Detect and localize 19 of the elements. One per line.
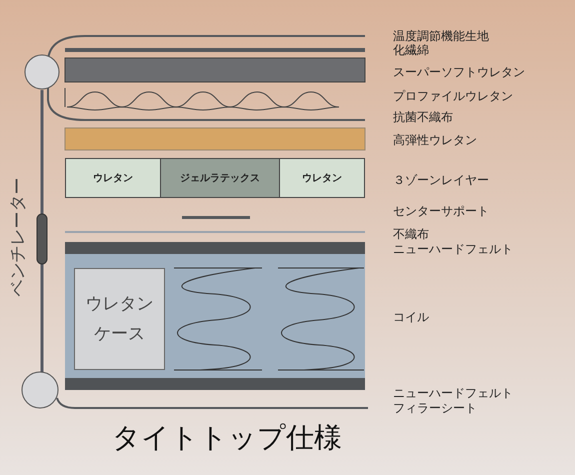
layer-label: スーパーソフトウレタン	[393, 65, 525, 79]
layer-label: 化繊綿	[393, 43, 429, 57]
layer-cell: ウレタン	[279, 158, 365, 198]
layer-cell: ウレタン	[65, 158, 161, 198]
layer-label: 温度調節機能生地	[393, 29, 489, 43]
layer-label: フィラーシート	[393, 401, 477, 415]
vertical-label: ベンチレーター	[8, 177, 28, 297]
layer-label: 高弾性ウレタン	[393, 133, 477, 147]
layer-label: 抗菌不織布	[393, 110, 453, 124]
title: タイトトップ仕様	[112, 422, 342, 454]
layer-label: ３ゾーンレイヤー	[393, 173, 489, 187]
layer-label: ニューハードフェルト	[393, 386, 513, 400]
layer-cell: ジェルラテックス	[160, 158, 280, 198]
layer-label: 不織布	[393, 227, 429, 241]
layer-label: コイル	[393, 310, 429, 324]
layer-label: プロファイルウレタン	[393, 89, 513, 103]
layer-label: センターサポート	[393, 204, 489, 218]
layer-label: ニューハードフェルト	[393, 242, 513, 256]
case-block: ウレタンケース	[74, 268, 165, 370]
